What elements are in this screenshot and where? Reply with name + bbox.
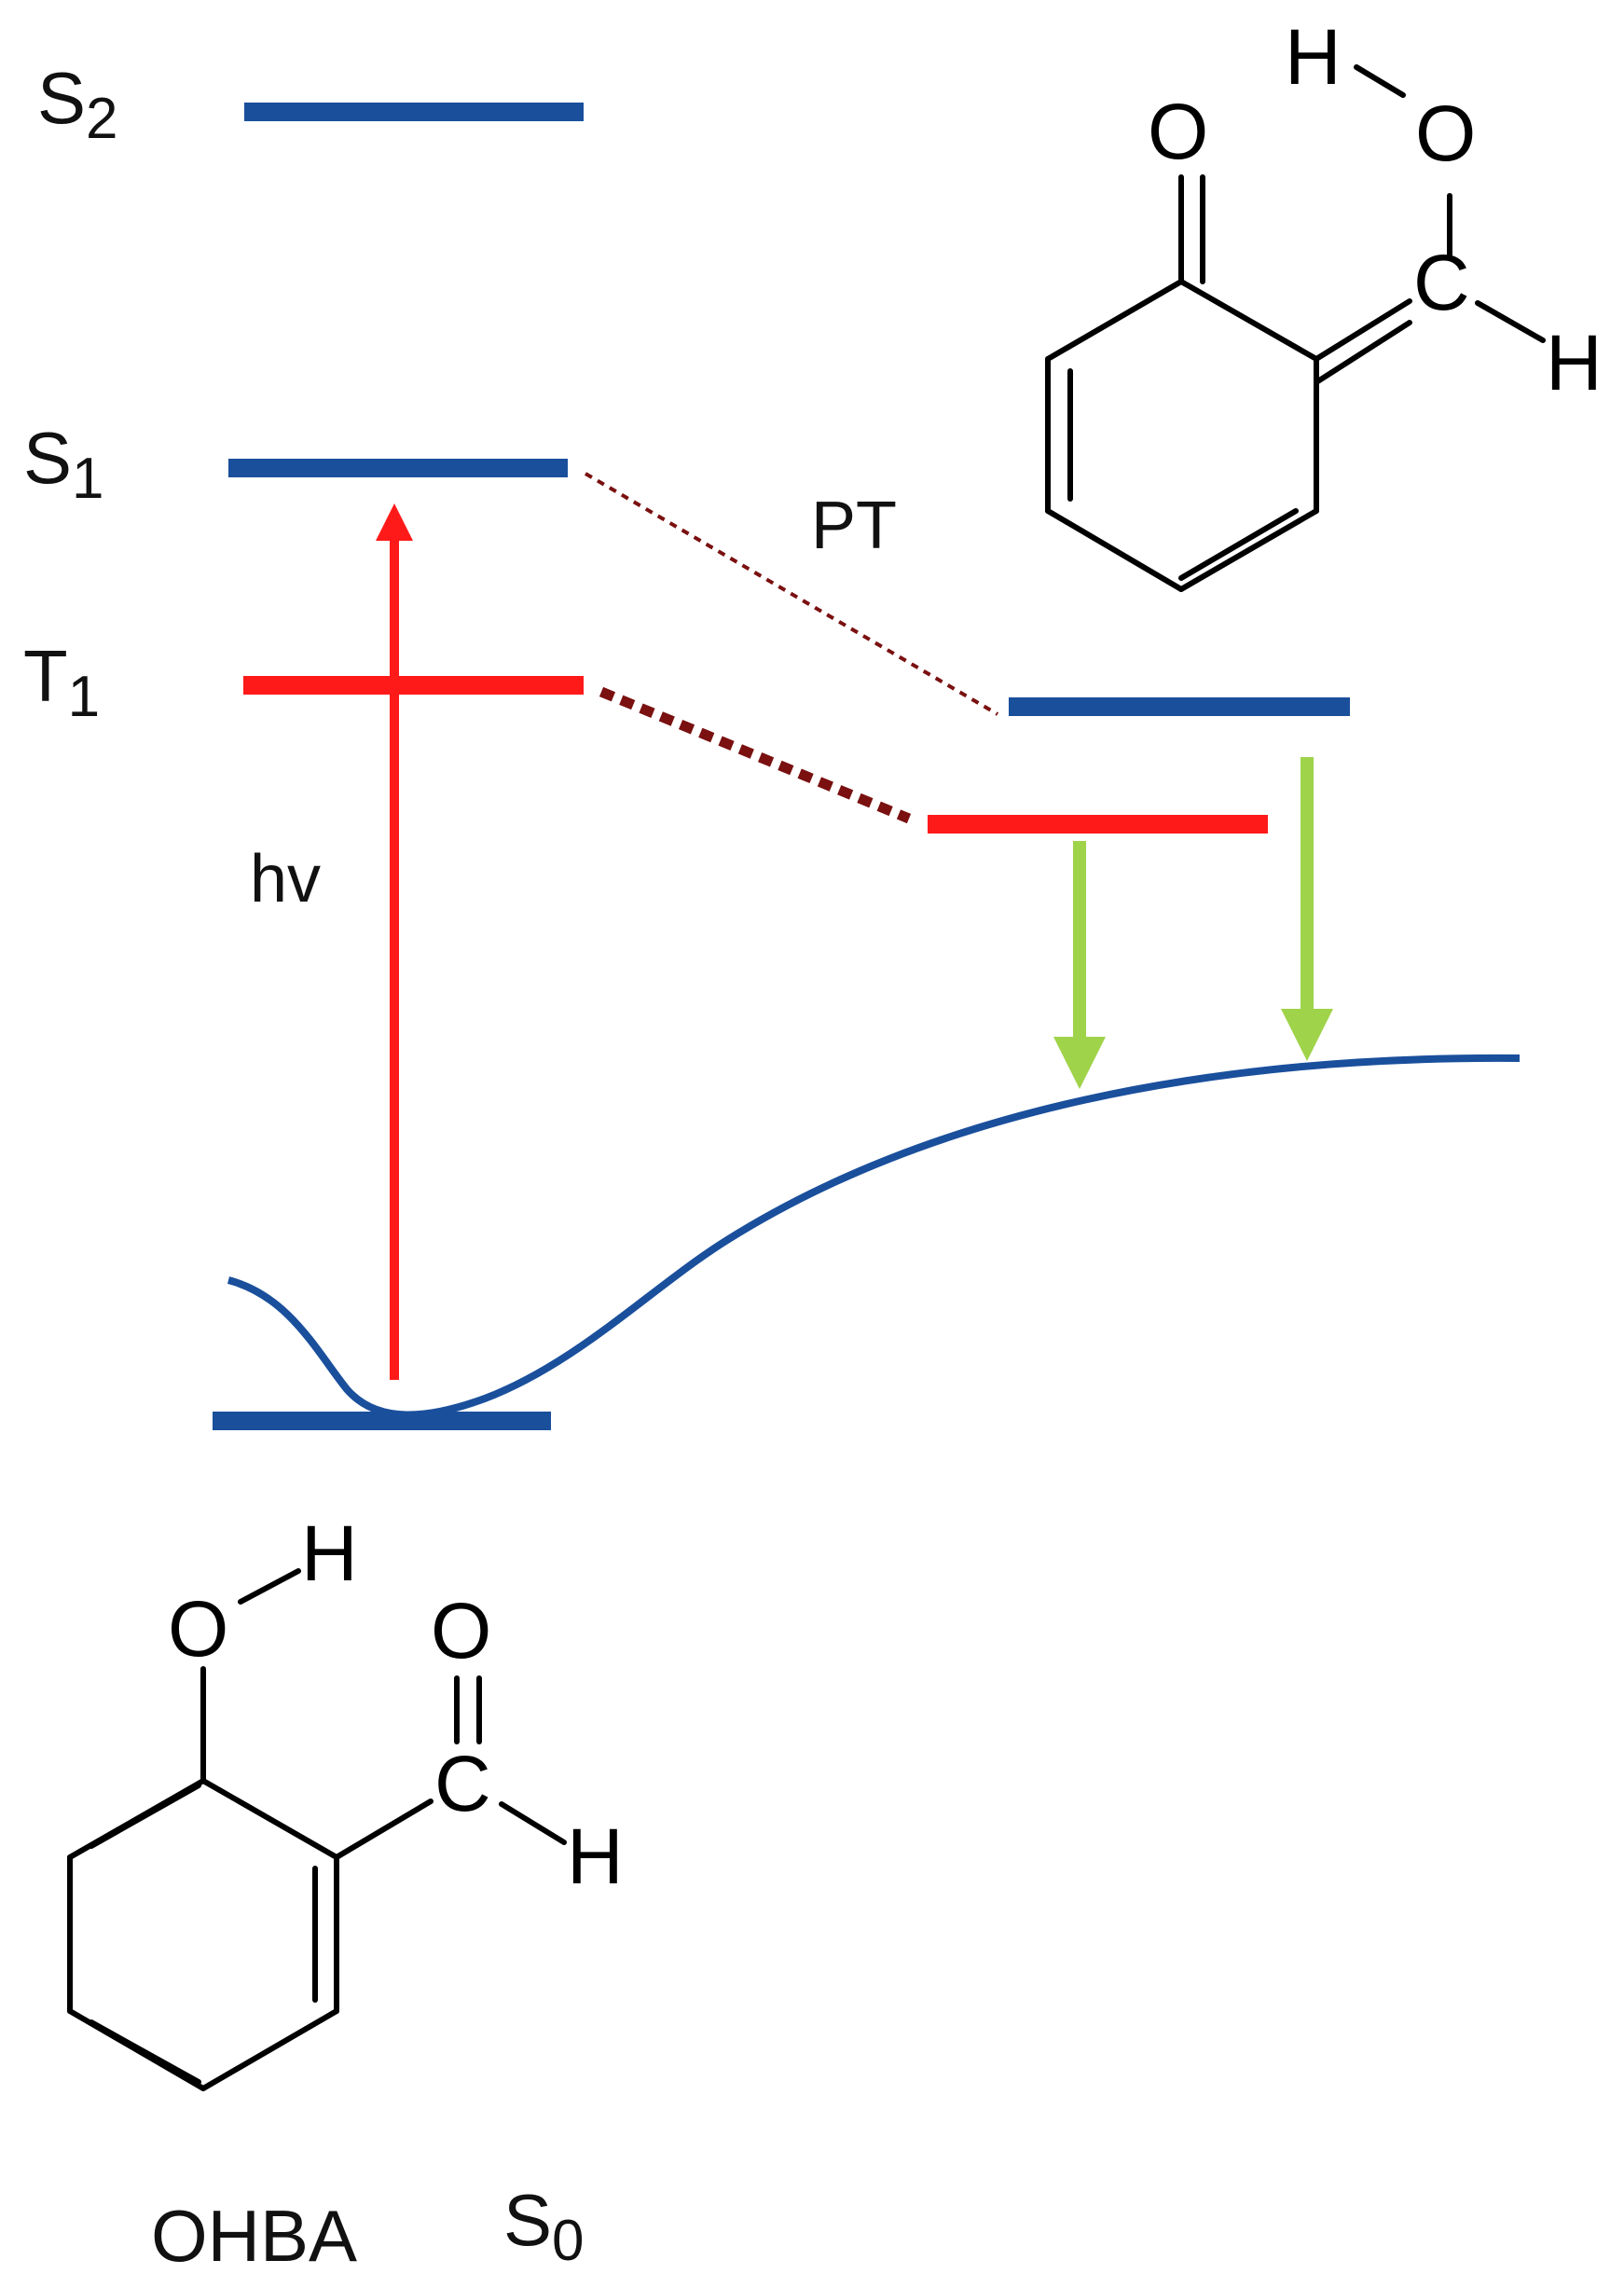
ohba-aldehyde-h: H (567, 1812, 624, 1900)
keto-methine-h: H (1546, 319, 1603, 407)
ohba-aldehyde-c: C (434, 1740, 491, 1827)
s2-label: S2 (37, 57, 118, 151)
ohba-structure (67, 1568, 567, 2091)
t1-correlation-line (599, 686, 912, 824)
s1-correlation-line (584, 472, 999, 716)
s0-label: S0 (503, 2179, 585, 2273)
ohba-hydroxyl-o: O (168, 1585, 228, 1673)
keto-tautomer-structure (1045, 64, 1546, 592)
keto-methine-c: C (1413, 239, 1470, 326)
t1-label: T1 (23, 635, 100, 729)
hv-label: hv (250, 842, 321, 916)
pt-label: PT (811, 489, 897, 563)
ohba-carbonyl-o: O (431, 1587, 491, 1674)
keto-hydroxyl-o: O (1415, 90, 1476, 177)
keto-carbonyl-o: O (1148, 88, 1208, 175)
s1-label: S1 (23, 417, 104, 511)
ohba-hydroxyl-h: H (301, 1509, 358, 1597)
ground-state-potential-curve (227, 1054, 1521, 1419)
keto-hydroxyl-h: H (1285, 13, 1342, 101)
ohba-label: OHBA (151, 2195, 357, 2274)
